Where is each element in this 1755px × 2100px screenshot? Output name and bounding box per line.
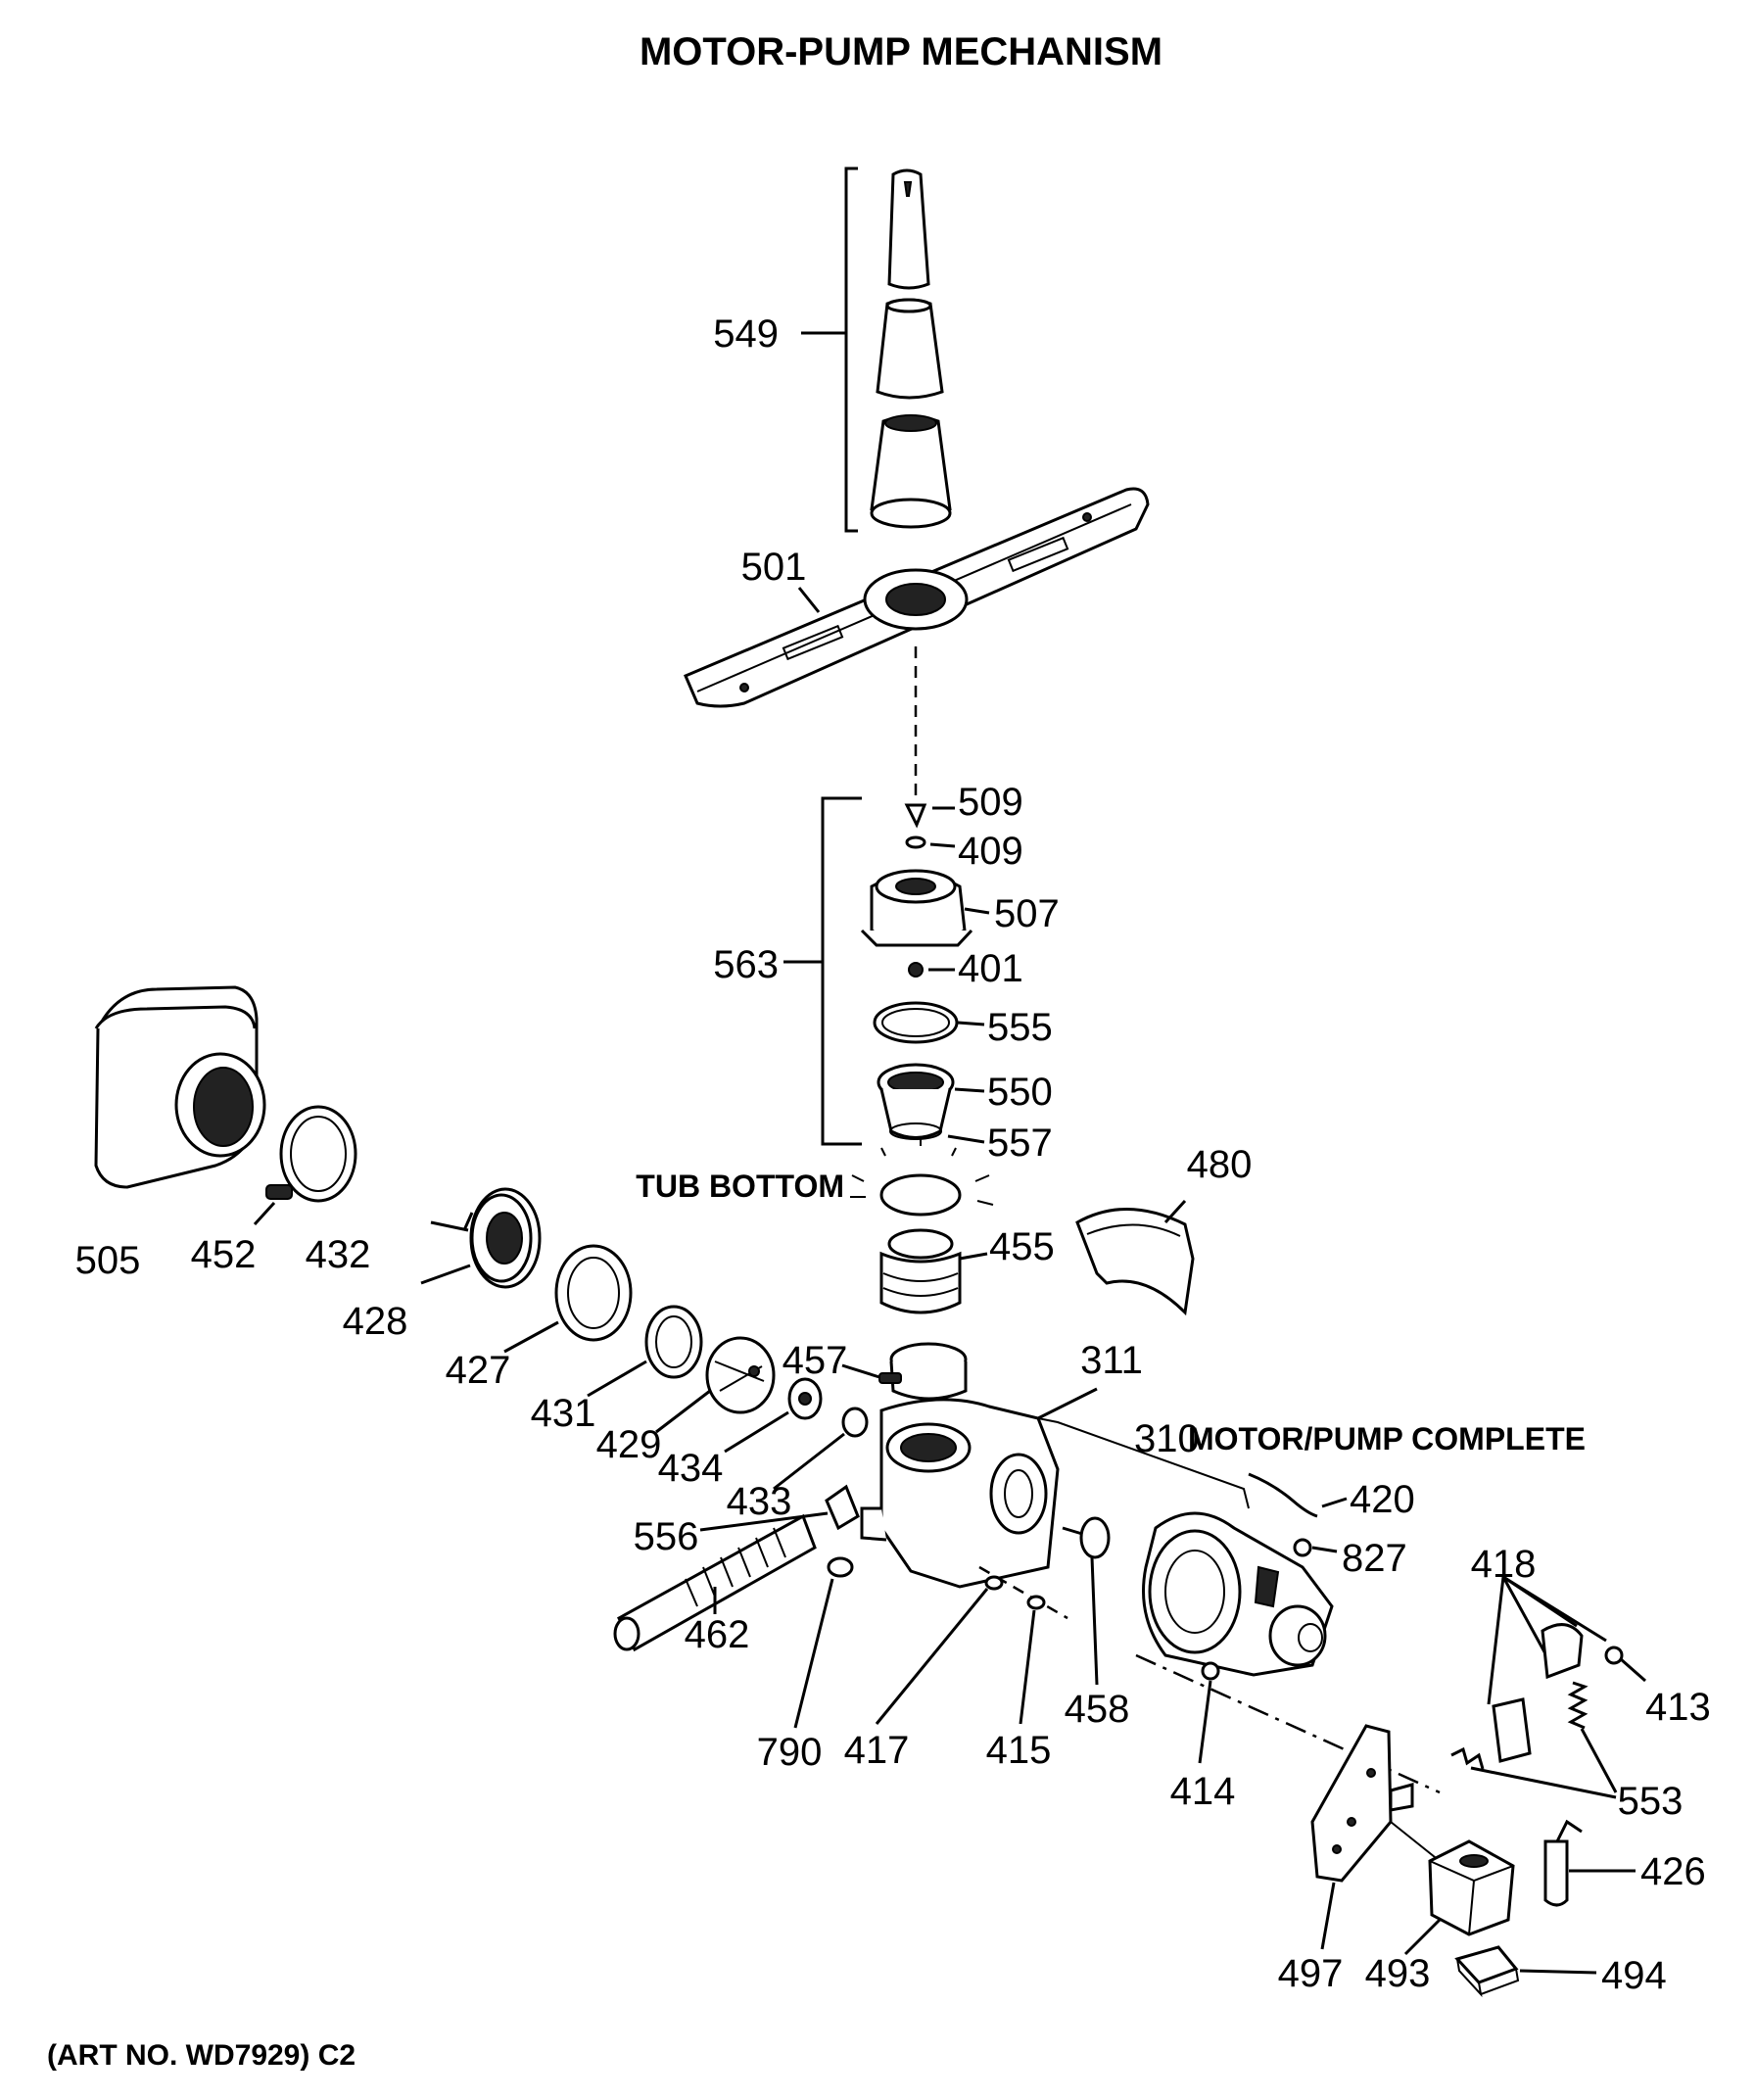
label-401: 401 [958, 947, 1023, 990]
part-462-shaft [613, 1513, 817, 1652]
label-553: 553 [1618, 1780, 1684, 1823]
part-549-nozzles [801, 167, 952, 533]
label-motor-pump-complete: MOTOR/PUMP COMPLETE [1188, 1421, 1586, 1456]
label-310: 310 [1134, 1417, 1200, 1460]
label-428: 428 [343, 1300, 408, 1343]
label-455: 455 [989, 1225, 1055, 1268]
part-493-solenoid [1390, 1821, 1515, 1956]
label-431: 431 [531, 1392, 596, 1435]
label-555: 555 [987, 1006, 1053, 1049]
label-415: 415 [986, 1729, 1052, 1772]
label-429: 429 [596, 1423, 662, 1466]
part-790 [793, 1556, 854, 1729]
part-505-housing [94, 985, 266, 1189]
label-557: 557 [987, 1122, 1053, 1165]
part-433 [773, 1407, 869, 1491]
part-432-428 [420, 1187, 542, 1289]
part-494 [1454, 1945, 1597, 1998]
bracket-310 [1037, 1417, 1250, 1509]
label-452: 452 [191, 1233, 257, 1276]
diagram-title: MOTOR-PUMP MECHANISM [640, 30, 1162, 73]
part-497-plate [1310, 1724, 1414, 1950]
part-427-ring [503, 1244, 633, 1354]
label-417: 417 [844, 1729, 910, 1772]
label-497: 497 [1278, 1952, 1344, 1995]
label-480: 480 [1187, 1143, 1253, 1186]
label-413: 413 [1645, 1686, 1711, 1729]
label-827: 827 [1342, 1537, 1407, 1580]
label-509: 509 [958, 781, 1023, 824]
label-457: 457 [783, 1339, 848, 1382]
label-414: 414 [1170, 1770, 1236, 1813]
dash-417-415 [978, 1565, 1068, 1620]
label-493: 493 [1365, 1952, 1431, 1995]
part-501-spray-arm [684, 487, 1150, 708]
label-462: 462 [685, 1613, 750, 1656]
part-457-clamp [841, 1342, 968, 1401]
label-311: 311 [1080, 1339, 1143, 1382]
label-549: 549 [713, 312, 779, 356]
part-563-assembly [783, 796, 990, 1146]
label-426: 426 [1640, 1850, 1706, 1893]
part-455 [879, 1228, 988, 1314]
part-311-pump-body [860, 1387, 1098, 1589]
part-458 [1062, 1516, 1111, 1686]
part-415 [1019, 1595, 1046, 1725]
label-507: 507 [994, 892, 1060, 935]
label-494: 494 [1601, 1954, 1667, 1997]
label-505: 505 [75, 1239, 141, 1282]
label-550: 550 [987, 1071, 1053, 1114]
label-409: 409 [958, 830, 1023, 873]
part-434 [724, 1377, 823, 1454]
label-556: 556 [634, 1515, 699, 1558]
tub-bottom [850, 1136, 994, 1217]
part-431-ring [587, 1305, 703, 1398]
part-556 [699, 1484, 860, 1532]
part-420 [1248, 1472, 1348, 1518]
motor [1142, 1511, 1338, 1764]
label-427: 427 [446, 1349, 511, 1392]
part-417 [875, 1575, 1004, 1725]
label-433: 433 [727, 1480, 792, 1523]
art-number: (ART NO. WD7929) C2 [47, 2039, 356, 2072]
part-418-group [1450, 1575, 1646, 1799]
label-458: 458 [1065, 1688, 1130, 1731]
label-563: 563 [713, 943, 779, 986]
part-452-clamp [253, 1105, 357, 1226]
label-432: 432 [306, 1233, 371, 1276]
part-480-shield [1075, 1199, 1195, 1316]
part-429-impeller [655, 1336, 776, 1434]
label-501: 501 [741, 546, 807, 589]
label-tub-bottom: TUB BOTTOM [636, 1169, 844, 1204]
label-434: 434 [658, 1447, 724, 1490]
label-418: 418 [1471, 1543, 1537, 1586]
label-790: 790 [757, 1731, 823, 1774]
label-420: 420 [1350, 1478, 1415, 1521]
part-426 [1543, 1819, 1636, 1907]
